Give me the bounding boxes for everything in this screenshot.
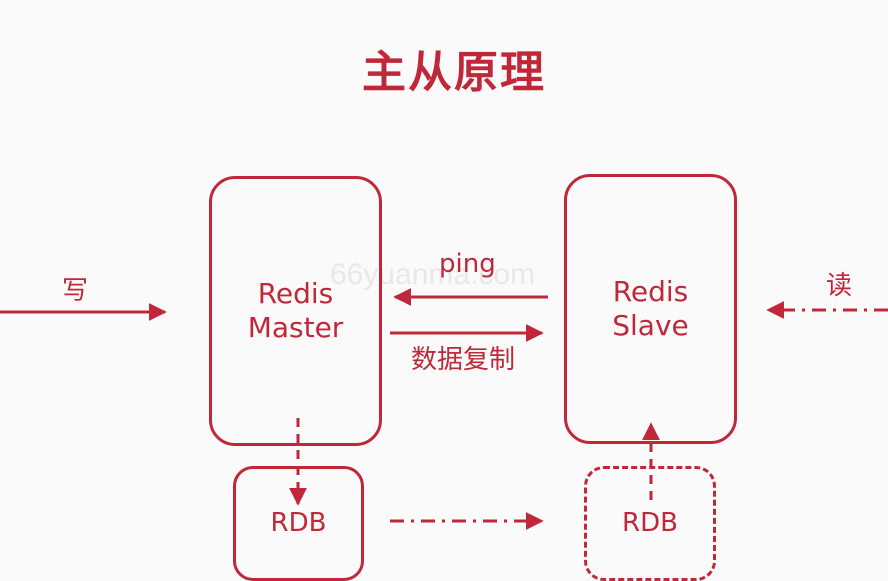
- redis-master-box: Redis Master: [209, 176, 382, 446]
- connectors: [0, 288, 888, 530]
- write-label: 写: [62, 276, 89, 306]
- master-label-line2: Master: [247, 311, 344, 344]
- ping-label: ping: [439, 249, 496, 279]
- read-label: 读: [826, 271, 853, 301]
- master-label-line1: Redis: [257, 277, 334, 311]
- watermark: 66yuanma.com: [330, 258, 536, 291]
- slave-label-line2: Slave: [612, 309, 689, 342]
- master-rdb-box: RDB: [233, 466, 364, 581]
- slave-label-line1: Redis: [612, 275, 689, 309]
- replication-label: 数据复制: [411, 345, 516, 375]
- slave-rdb-label: RDB: [622, 507, 678, 538]
- master-rdb-label: RDB: [270, 507, 327, 538]
- redis-slave-box: Redis Slave: [564, 174, 737, 444]
- page-title: 主从原理: [362, 47, 546, 98]
- slave-rdb-box: RDB: [584, 466, 716, 581]
